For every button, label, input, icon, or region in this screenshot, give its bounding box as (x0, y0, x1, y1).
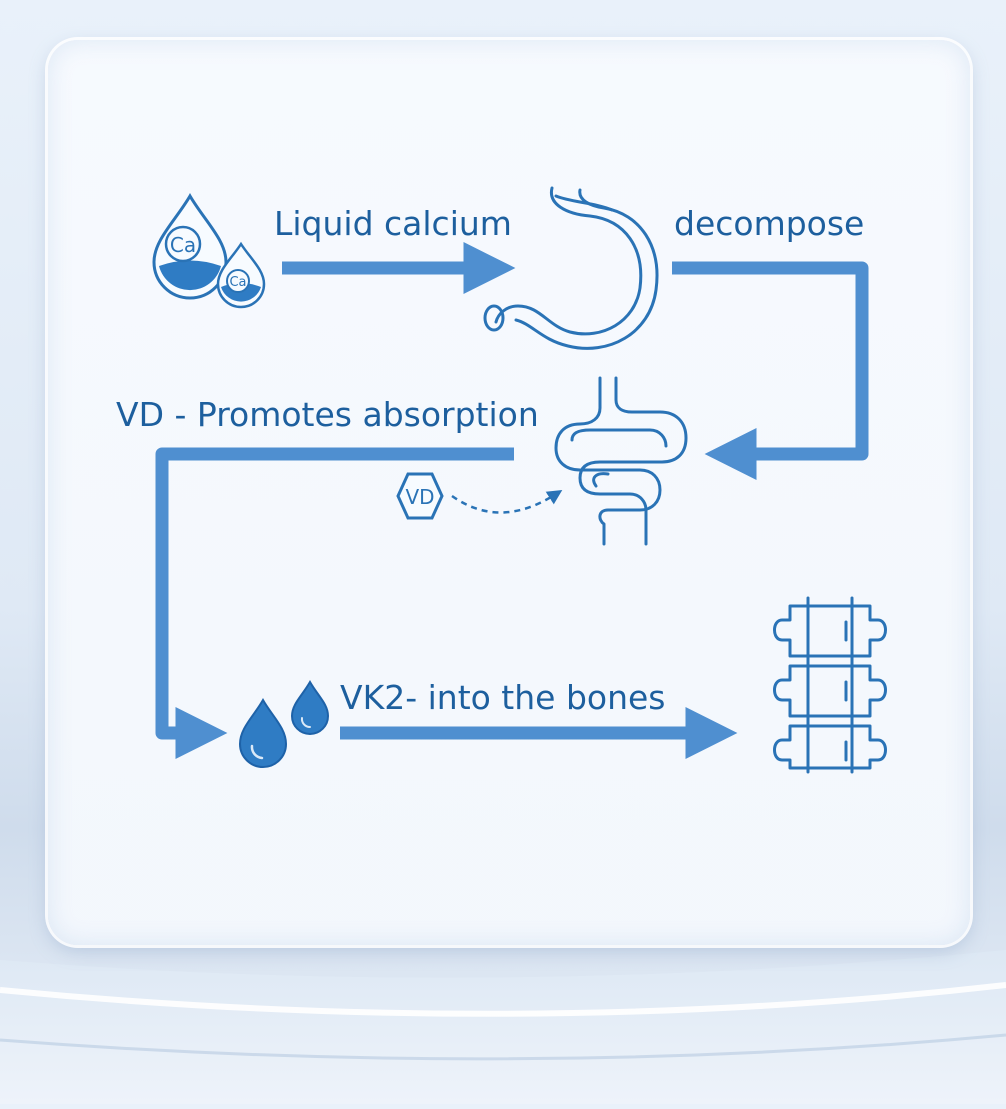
vk2-drops-icon (238, 679, 330, 768)
spine-icon (773, 596, 887, 774)
arrow-intestine-to-vk2 (155, 447, 514, 759)
arrow-stomach-to-intestine (672, 261, 869, 480)
label-vk2-bones: VK2- into the bones (340, 678, 666, 717)
dashed-arrow-vd-to-intestine (451, 489, 563, 514)
label-decompose: decompose (674, 204, 865, 243)
drop-small-label: Ca (229, 275, 246, 290)
vd-badge-icon: VD (396, 472, 444, 520)
vd-badge-label: VD (405, 485, 434, 509)
calcium-drops-icon: Ca Ca (152, 193, 266, 309)
label-vd-absorption: VD - Promotes absorption (116, 395, 539, 434)
label-liquid-calcium: Liquid calcium (274, 204, 512, 243)
stomach-icon (483, 186, 659, 350)
intestine-icon (554, 376, 688, 546)
drop-large-label: Ca (170, 233, 196, 257)
glass-panel (48, 40, 970, 945)
